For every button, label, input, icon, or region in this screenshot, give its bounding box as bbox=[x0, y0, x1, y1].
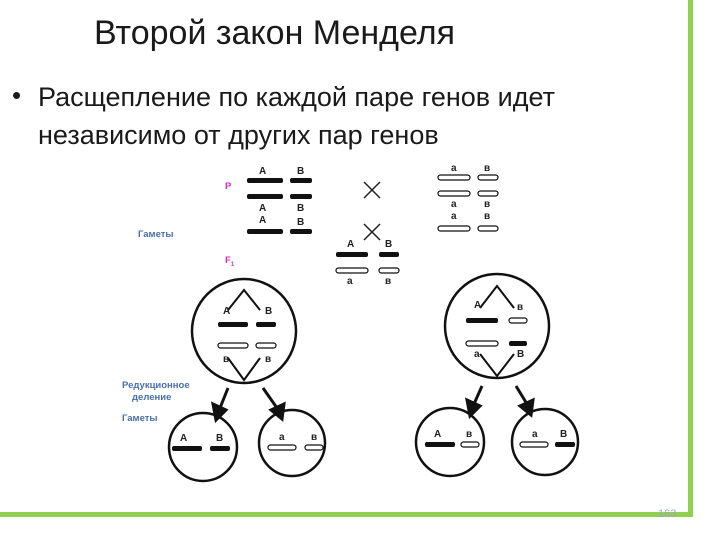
svg-text:B: B bbox=[297, 166, 304, 177]
svg-text:A: A bbox=[434, 429, 441, 440]
svg-text:в: в bbox=[517, 302, 523, 313]
bullet-line-1: Расщепление по каждой паре генов идет bbox=[38, 82, 555, 112]
svg-text:B: B bbox=[265, 306, 272, 317]
svg-text:A: A bbox=[223, 306, 230, 317]
label-gametes: Гаметы bbox=[138, 229, 174, 240]
svg-text:B: B bbox=[517, 349, 524, 360]
left-division-arrows bbox=[210, 387, 286, 424]
svg-text:a: a bbox=[347, 276, 353, 287]
label-f1: F1 bbox=[225, 255, 235, 268]
svg-text:в: в bbox=[466, 429, 472, 440]
svg-text:в: в bbox=[385, 276, 391, 287]
gamete-cell-aB: a B bbox=[510, 407, 580, 477]
svg-text:B: B bbox=[560, 429, 567, 440]
svg-text:A: A bbox=[259, 166, 266, 177]
gamete-cell-Ab: A в bbox=[414, 406, 486, 478]
label-reduction-1: Редукционное bbox=[122, 380, 190, 391]
label-reduction-2: деление bbox=[132, 392, 171, 403]
accent-bar-right bbox=[688, 0, 693, 516]
bullet-text: Расщепление по каждой паре генов идет не… bbox=[38, 78, 658, 154]
svg-text:a: a bbox=[279, 432, 285, 443]
cell-left-reduction: A B в в bbox=[190, 277, 298, 385]
svg-text:B: B bbox=[297, 203, 304, 214]
gamete-cell-ab: a в bbox=[257, 408, 327, 478]
f1-chromosomes: A B a в bbox=[335, 239, 400, 287]
svg-text:в: в bbox=[484, 211, 490, 222]
svg-text:A: A bbox=[180, 433, 187, 444]
svg-text:в: в bbox=[484, 199, 490, 210]
parent-recessive-chromosomes: a в a в a в bbox=[437, 163, 499, 232]
cell-right-reduction: A в a B bbox=[443, 272, 551, 380]
cross-symbol bbox=[363, 181, 381, 241]
svg-text:a: a bbox=[474, 349, 480, 360]
svg-text:в: в bbox=[484, 163, 490, 174]
svg-text:a: a bbox=[451, 199, 457, 210]
parent-dominant-chromosomes: A B A B A B bbox=[247, 166, 312, 234]
svg-text:a: a bbox=[451, 163, 457, 174]
svg-text:B: B bbox=[216, 433, 223, 444]
svg-text:a: a bbox=[451, 211, 457, 222]
gamete-cell-AB: A B bbox=[167, 411, 239, 483]
accent-bar-bottom bbox=[0, 512, 693, 517]
svg-text:A: A bbox=[474, 300, 481, 311]
svg-text:A: A bbox=[259, 215, 266, 226]
label-gametes-2: Гаметы bbox=[122, 413, 158, 424]
label-p: P bbox=[225, 181, 232, 192]
page-number: 163 bbox=[658, 508, 677, 520]
svg-text:B: B bbox=[297, 217, 304, 228]
svg-text:в: в bbox=[311, 432, 317, 443]
svg-text:в: в bbox=[223, 354, 229, 365]
svg-text:A: A bbox=[347, 239, 354, 250]
slide-title: Второй закон Менделя bbox=[94, 14, 456, 52]
right-division-arrows bbox=[464, 385, 535, 420]
bullet-marker: • bbox=[12, 80, 22, 110]
svg-text:a: a bbox=[532, 429, 538, 440]
bullet-line-2: независимо от других пар генов bbox=[38, 120, 439, 150]
svg-text:B: B bbox=[385, 239, 392, 250]
svg-text:в: в bbox=[265, 354, 271, 365]
svg-text:A: A bbox=[259, 203, 266, 214]
